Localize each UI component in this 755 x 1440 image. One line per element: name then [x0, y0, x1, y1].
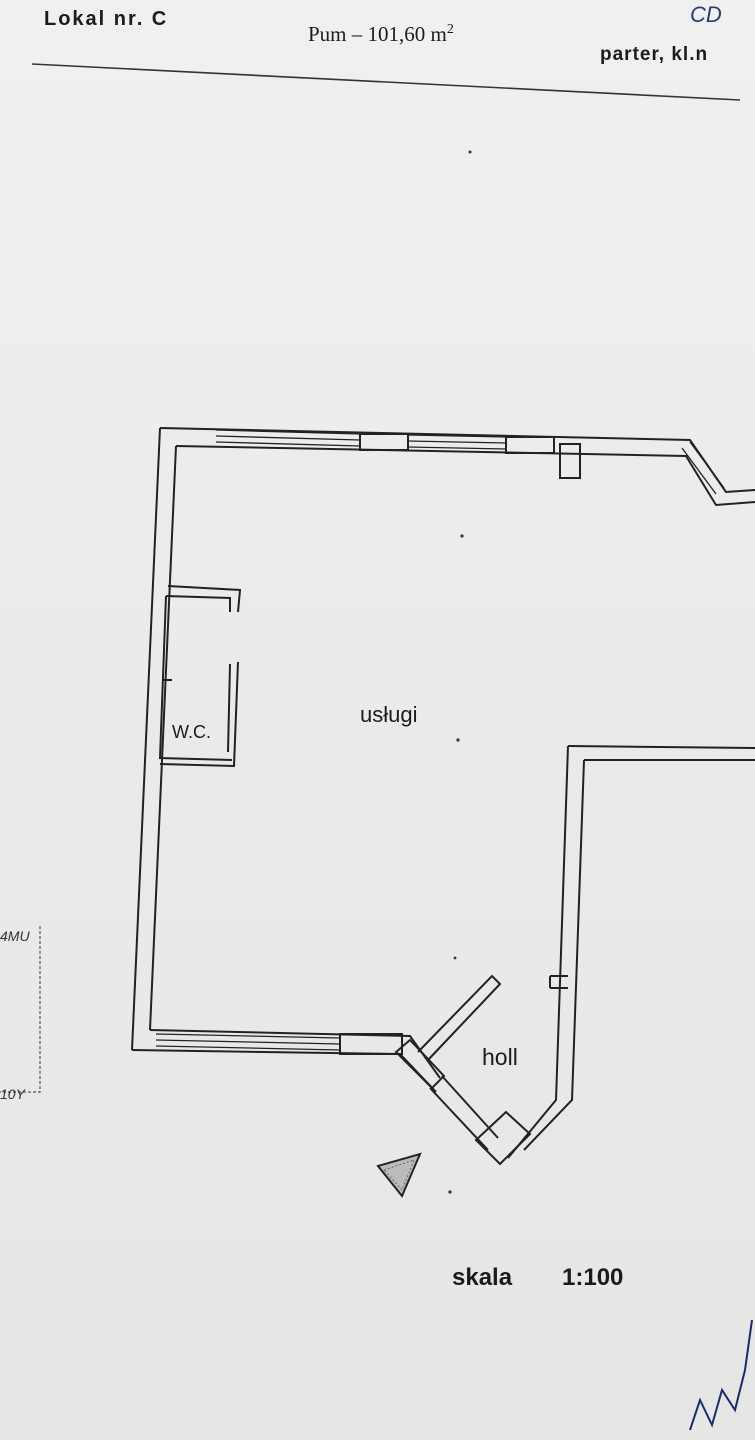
windows	[155, 429, 725, 1051]
usable-area-label: Pum – 101,60 m2	[308, 22, 454, 47]
wc-partitions	[158, 585, 242, 768]
header-rule	[31, 63, 741, 101]
hall-partition	[417, 974, 568, 1061]
margin-mark-top: 4MU	[0, 928, 30, 944]
unit-number-label: Lokal nr. C	[44, 8, 169, 30]
wall-piers	[339, 433, 581, 1166]
handwritten-note: CD	[690, 2, 722, 27]
scale-label: skala	[452, 1264, 513, 1291]
floor-label: parter, kl.n	[600, 44, 709, 65]
margin-mark-bottom: 10Y	[0, 1086, 25, 1102]
neighbour-outline	[0, 926, 41, 1093]
paper-specks	[448, 150, 472, 1194]
outer-walls	[131, 427, 755, 1159]
handwritten-signature	[689, 1319, 753, 1431]
usable-area-text: Pum – 101,60 m	[308, 22, 447, 46]
scale-ratio: 1:100	[562, 1264, 624, 1291]
room-label-services: usługi	[360, 702, 418, 727]
north-arrow-icon	[376, 1152, 422, 1198]
room-label-wc: W.C.	[172, 722, 211, 742]
room-label-hall: holl	[482, 1044, 518, 1070]
area-unit-exponent: 2	[446, 22, 454, 37]
